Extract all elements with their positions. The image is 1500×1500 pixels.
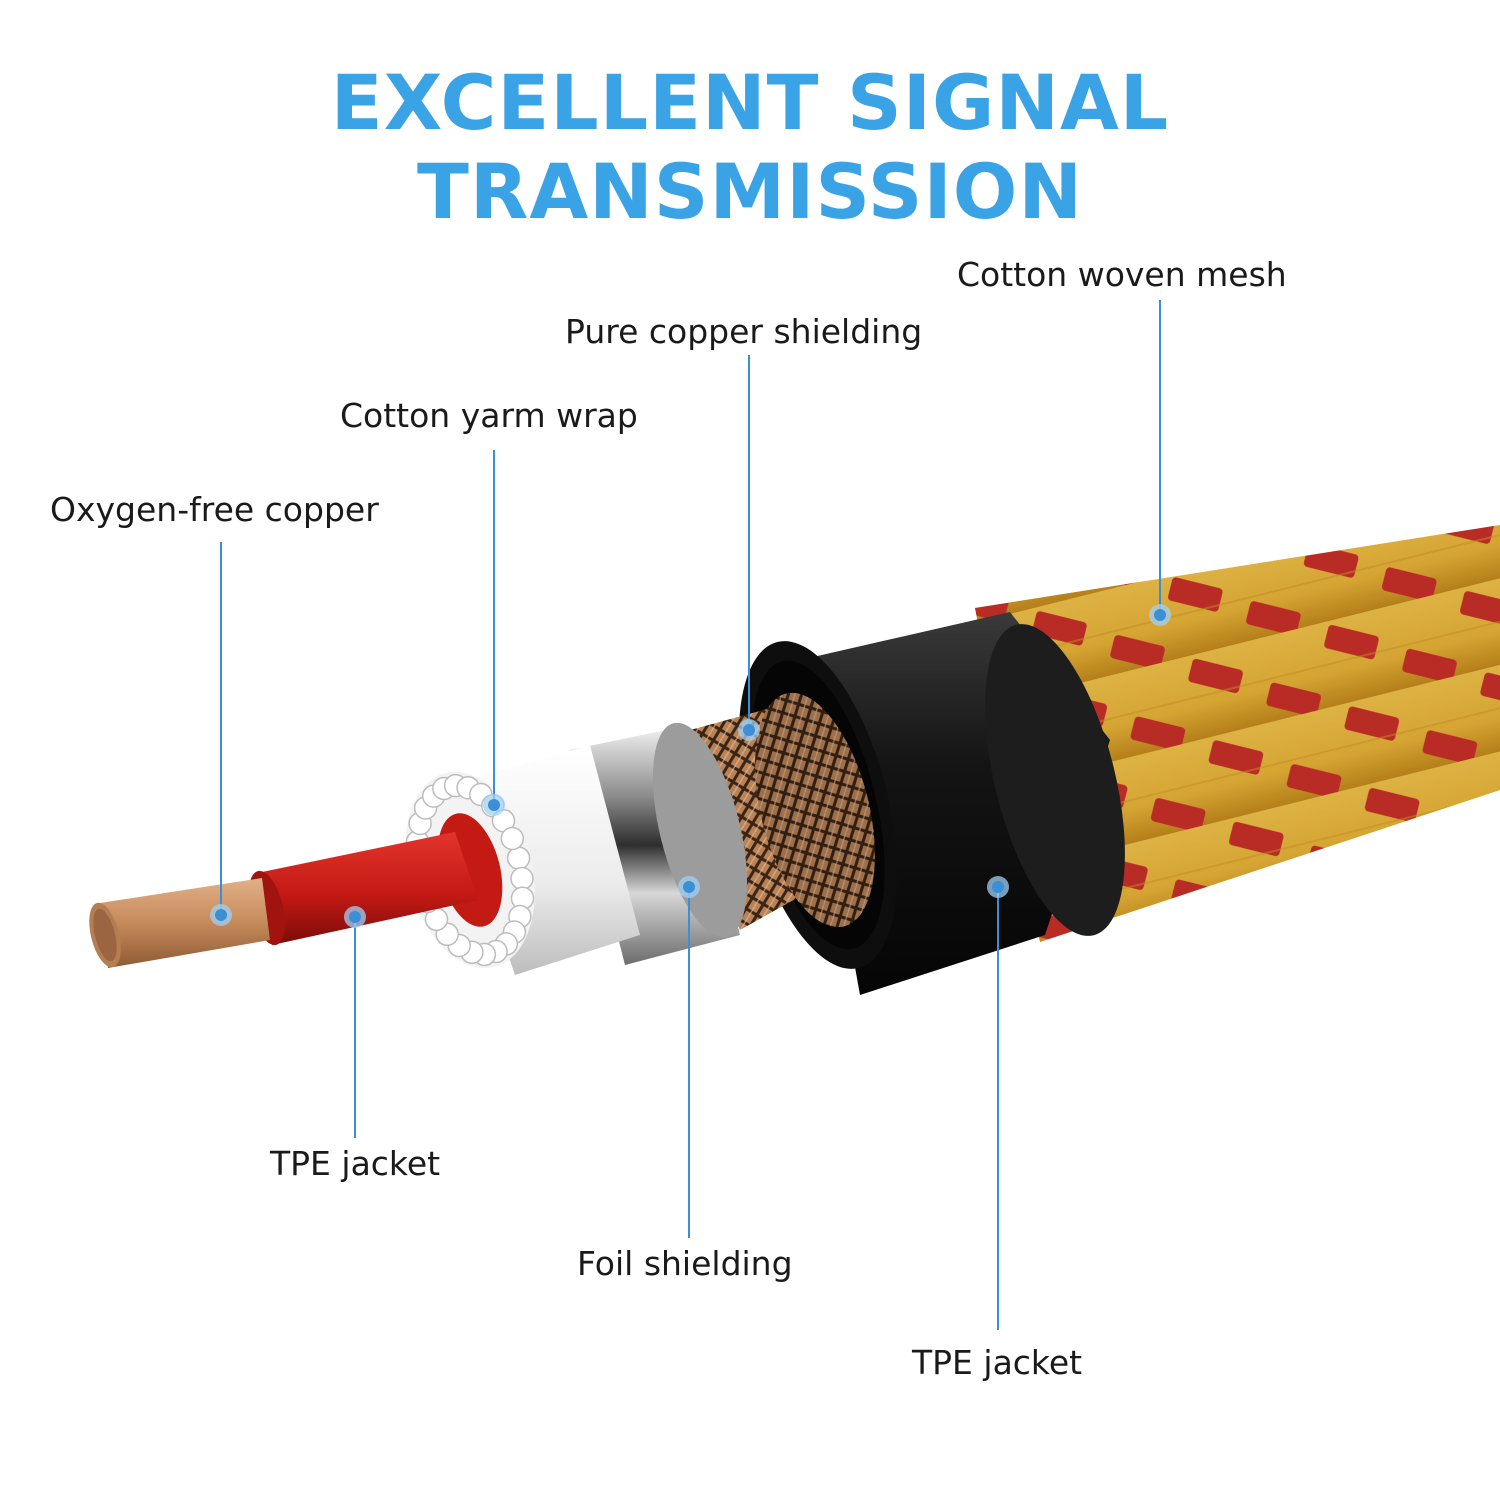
leader-oxygen-free-copper bbox=[210, 542, 232, 926]
label-pure-copper-shielding: Pure copper shielding bbox=[565, 312, 923, 351]
label-inner-tpe-jacket: TPE jacket bbox=[270, 1144, 441, 1183]
leader-outer-tpe-jacket bbox=[987, 876, 1009, 1330]
copper-conductor-layer bbox=[89, 878, 270, 968]
label-foil-shielding: Foil shielding bbox=[577, 1244, 793, 1283]
leader-inner-tpe-jacket bbox=[344, 906, 366, 1138]
yarn-strand-end bbox=[510, 866, 534, 891]
page-title: EXCELLENT SIGNAL TRANSMISSION bbox=[330, 58, 1170, 236]
leader-foil-shielding bbox=[678, 876, 700, 1238]
label-cotton-yarn-wrap: Cotton yarm wrap bbox=[340, 396, 638, 435]
leader-lines bbox=[210, 300, 1171, 1330]
leader-cotton-woven-mesh bbox=[1149, 300, 1171, 626]
yarn-strand-end bbox=[506, 846, 531, 870]
leader-cotton-yarn-wrap bbox=[483, 450, 505, 816]
leader-pure-copper-shielding bbox=[738, 355, 760, 741]
label-cotton-woven-mesh: Cotton woven mesh bbox=[957, 255, 1287, 294]
label-outer-tpe-jacket: TPE jacket bbox=[912, 1343, 1083, 1382]
yarn-strand-end bbox=[500, 826, 525, 851]
label-oxygen-free-copper: Oxygen-free copper bbox=[50, 490, 379, 529]
